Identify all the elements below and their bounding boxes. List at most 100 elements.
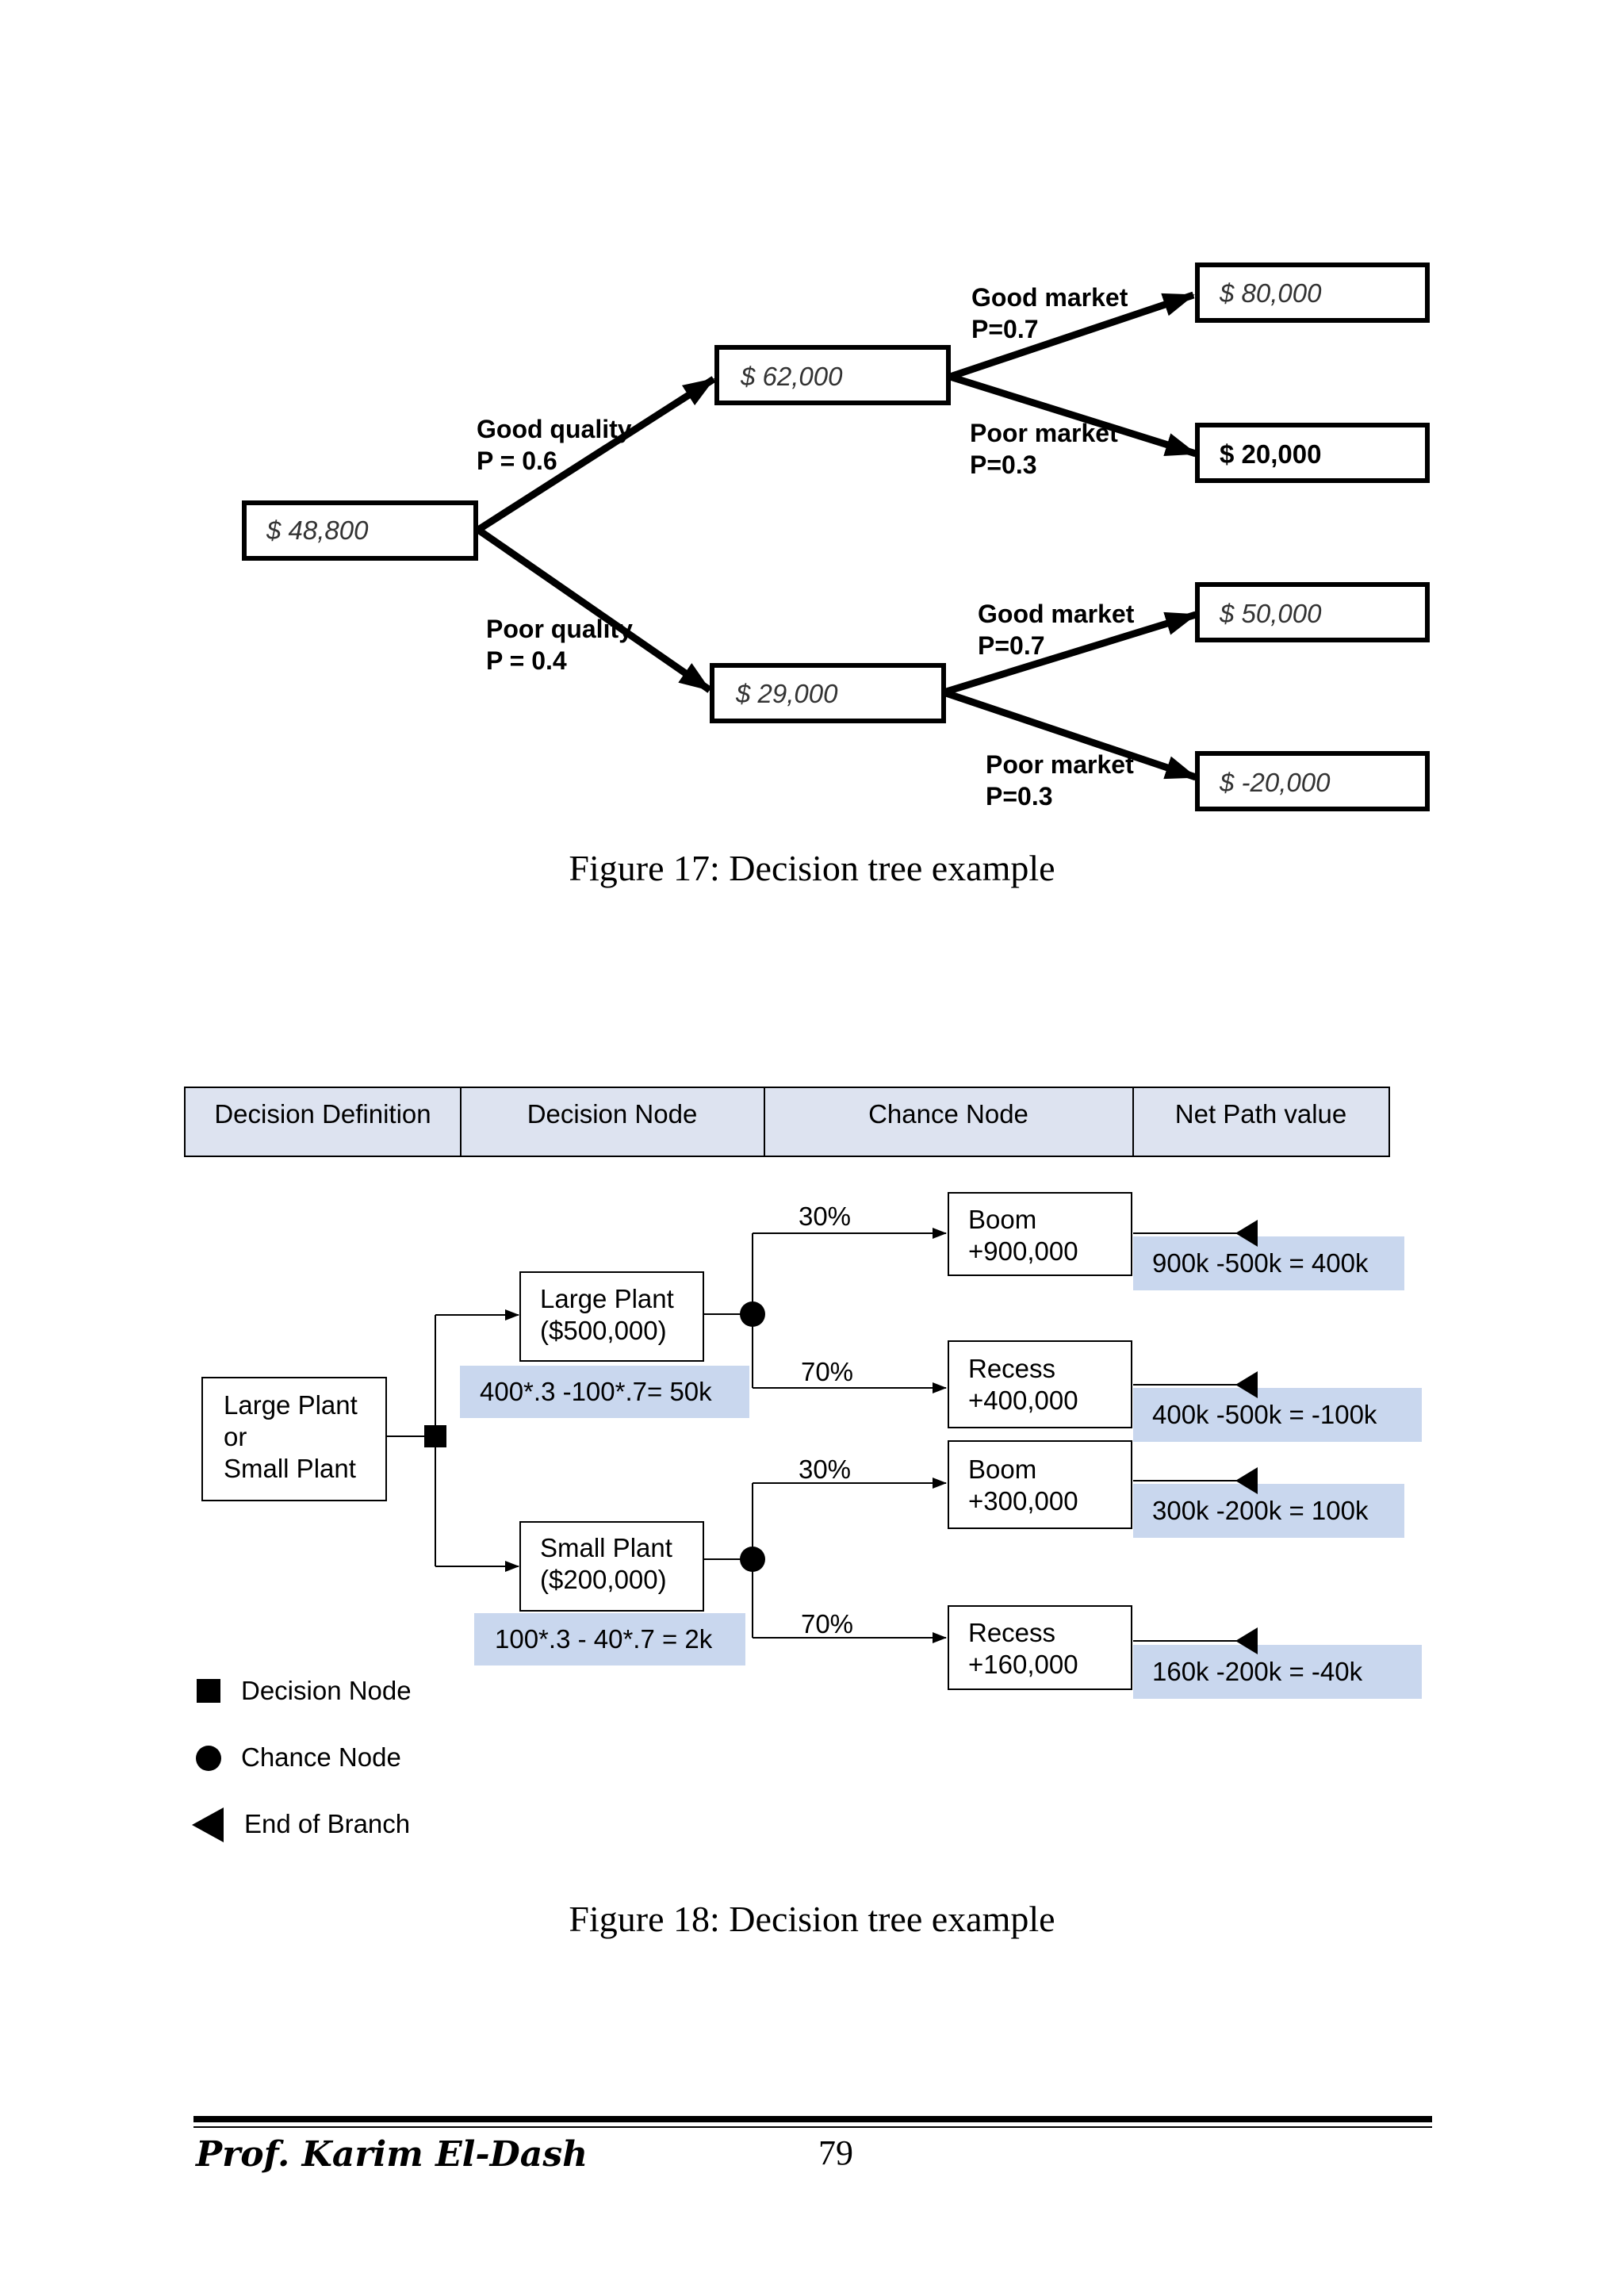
legend-end-of-branch-label: End of Branch (244, 1809, 410, 1838)
outcome-value-2: $ 20,000 (1220, 439, 1321, 469)
lower-good-market-prob: P=0.7 (978, 631, 1045, 660)
net-value-3: 300k -200k = 100k (1152, 1496, 1369, 1525)
branch-upper-good-market (948, 291, 1195, 381)
pct-label-3: 30% (799, 1455, 851, 1484)
outcome-box-2: $ 20,000 (1195, 423, 1430, 483)
outcome-box-boom-large: Boom +900,000 (948, 1192, 1132, 1276)
legend-decision-node-label: Decision Node (241, 1676, 412, 1705)
pct-label-2: 70% (801, 1357, 853, 1386)
outcome-box-recess-large: Recess +400,000 (948, 1340, 1132, 1428)
small-plant-label: Small Plant (540, 1533, 672, 1562)
large-calc-box (460, 1366, 749, 1418)
small-plant-box: Small Plant ($200,000) (519, 1521, 704, 1612)
legend-chance-node-icon (196, 1746, 221, 1771)
legend: Decision Node Chance Node End of Branch (192, 1676, 412, 1842)
net-box-4 (1133, 1645, 1422, 1699)
net-value-4: 160k -200k = -40k (1152, 1657, 1363, 1686)
net-box-3 (1133, 1484, 1404, 1538)
pct-label-1: 30% (799, 1202, 851, 1231)
poor-quality-prob: P = 0.4 (486, 646, 567, 675)
legend-decision-node-icon (197, 1679, 220, 1703)
good-quality-node-box: $ 62,000 (714, 345, 951, 405)
decision-line-1: Large Plant (224, 1390, 358, 1420)
page-number: 79 (818, 2133, 853, 2172)
outcome-value-1: $ 80,000 (1219, 278, 1322, 308)
chance-node-upper (740, 1301, 765, 1327)
legend-chance-node-label: Chance Node (241, 1742, 401, 1772)
footer: Prof. Karim El-Dash 79 (193, 2116, 1432, 2175)
pct-label-4: 70% (801, 1609, 853, 1639)
outcome-2-label: Recess (968, 1354, 1055, 1383)
large-plant-cost: ($500,000) (540, 1316, 667, 1345)
net-box-2 (1133, 1388, 1422, 1442)
outcome-3-value: +300,000 (968, 1486, 1078, 1516)
end-of-branch-2 (1235, 1371, 1258, 1398)
outcome-4-label: Recess (968, 1618, 1055, 1647)
outcome-value-3: $ 50,000 (1219, 599, 1322, 628)
header-cell-4 (1132, 1087, 1390, 1157)
lower-poor-market-prob: P=0.3 (986, 782, 1053, 811)
net-value-1: 900k -500k = 400k (1152, 1248, 1369, 1278)
lower-good-market-label: Good market (978, 600, 1135, 628)
footer-author: Prof. Karim El-Dash (194, 2134, 588, 2175)
end-of-branch-4 (1235, 1627, 1258, 1654)
header-cell-2 (460, 1087, 765, 1157)
decision-line-3: Small Plant (224, 1454, 356, 1483)
branch-upper-poor-market (948, 373, 1197, 458)
branch-lower-poor-market (942, 688, 1197, 781)
header-net-path-value: Net Path value (1175, 1099, 1346, 1129)
legend-end-of-branch-icon (192, 1807, 224, 1842)
outcome-1-label: Boom (968, 1205, 1036, 1234)
decision-definition-box: Large Plant or Small Plant (201, 1377, 387, 1501)
good-quality-label: Good quality (477, 415, 632, 443)
outcome-4-value: +160,000 (968, 1650, 1078, 1679)
outcome-box-4: $ -20,000 (1195, 751, 1430, 811)
outcome-value-4: $ -20,000 (1219, 768, 1331, 797)
good-quality-prob: P = 0.6 (477, 447, 557, 475)
large-plant-box: Large Plant ($500,000) (519, 1271, 704, 1362)
small-plant-cost: ($200,000) (540, 1565, 667, 1594)
outcome-1-value: +900,000 (968, 1236, 1078, 1266)
header-cell-1 (184, 1087, 462, 1157)
small-calc-box (474, 1613, 745, 1665)
poor-quality-label: Poor quality (486, 615, 633, 643)
header-chance-node: Chance Node (868, 1099, 1028, 1129)
end-of-branch-1 (1235, 1220, 1258, 1247)
root-node-box: $ 48,800 (242, 500, 478, 561)
large-plant-label: Large Plant (540, 1284, 674, 1313)
net-value-2: 400k -500k = -100k (1152, 1400, 1377, 1429)
outcome-box-recess-small: Recess +160,000 (948, 1605, 1132, 1690)
upper-good-market-prob: P=0.7 (971, 315, 1039, 343)
outcome-box-3: $ 50,000 (1195, 582, 1430, 642)
outcome-2-value: +400,000 (968, 1386, 1078, 1415)
branch-good-quality (476, 376, 716, 533)
upper-poor-market-prob: P=0.3 (970, 450, 1037, 479)
small-calc-text: 100*.3 - 40*.7 = 2k (495, 1624, 713, 1654)
outcome-3-label: Boom (968, 1455, 1036, 1484)
large-calc-text: 400*.3 -100*.7= 50k (480, 1377, 712, 1406)
header-decision-node: Decision Node (527, 1099, 698, 1129)
root-node-value: $ 48,800 (266, 516, 369, 545)
good-quality-node-value: $ 62,000 (740, 362, 843, 391)
upper-good-market-label: Good market (971, 283, 1128, 312)
figure-17: $ 48,800 $ 62,000 $ 29,000 $ 80,000 $ 20… (242, 263, 1430, 888)
net-box-1 (1133, 1236, 1404, 1290)
chance-node-lower (740, 1547, 765, 1572)
decision-node-square (424, 1425, 446, 1447)
poor-quality-node-value: $ 29,000 (735, 679, 838, 708)
branch-poor-quality (476, 527, 712, 693)
poor-quality-node-box: $ 29,000 (710, 663, 946, 723)
header-row: Decision Definition Decision Node Chance… (184, 1087, 1390, 1157)
header-decision-definition: Decision Definition (214, 1099, 431, 1129)
lower-poor-market-label: Poor market (986, 750, 1134, 779)
branch-lower-good-market (942, 611, 1197, 696)
decision-line-2: or (224, 1422, 247, 1451)
header-cell-3 (764, 1087, 1134, 1157)
upper-poor-market-label: Poor market (970, 419, 1118, 447)
end-of-branch-3 (1235, 1467, 1258, 1494)
figure-18-caption: Figure 18: Decision tree example (569, 1899, 1055, 1939)
outcome-box-boom-small: Boom +300,000 (948, 1440, 1132, 1529)
outcome-box-1: $ 80,000 (1195, 263, 1430, 323)
figure-18: Decision Definition Decision Node Chance… (184, 1087, 1422, 1939)
